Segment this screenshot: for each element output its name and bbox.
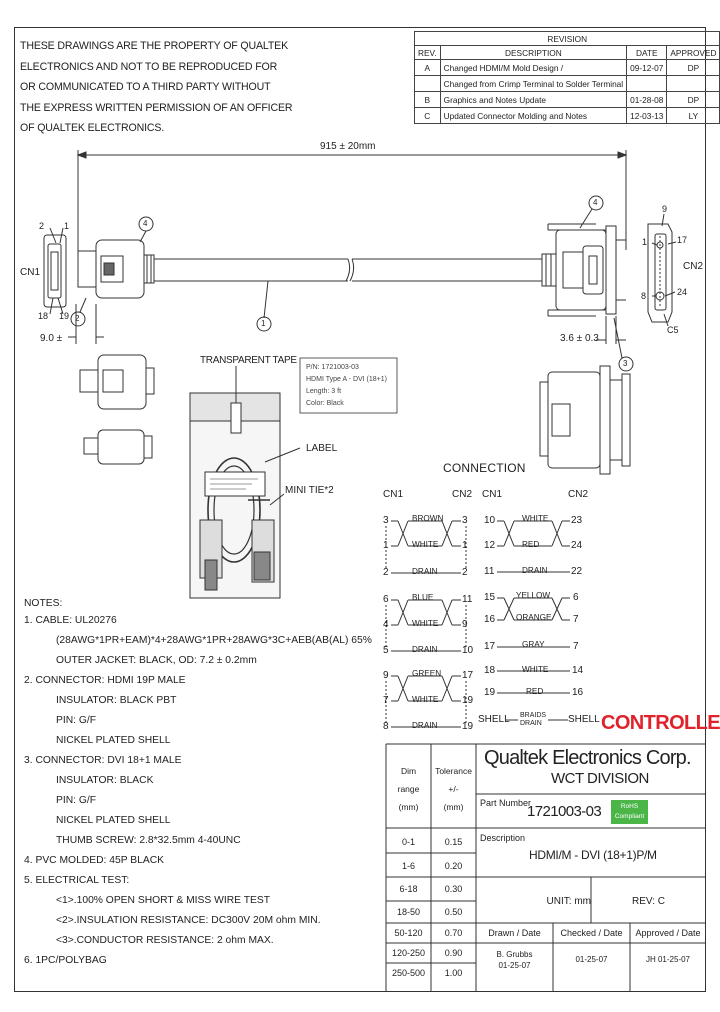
pin-label: 24 [677, 287, 688, 297]
revision-row: C Updated Connector Molding and Notes 12… [414, 107, 720, 124]
notice-line: OF QUALTEK ELECTRONICS. [20, 122, 165, 135]
checked-date: 01-25-07 [575, 955, 608, 964]
connection-header: CN2 [452, 489, 473, 500]
revision-row: B Graphics and Notes Update 01-28-08 DP [414, 91, 720, 108]
date-header: DATE [626, 45, 668, 60]
notes-title: NOTES: [24, 598, 63, 609]
note-line: OUTER JACKET: BLACK, OD: 7.2 ± 0.2mm [56, 655, 257, 666]
pin-label: 2 [39, 221, 45, 231]
pin-label: 1 [64, 221, 70, 231]
unit-label: UNIT: mm [546, 896, 591, 907]
note-line: <3>.CONDUCTOR RESISTANCE: 2 ohm MAX. [56, 935, 274, 946]
revision-title: REVISION [413, 31, 720, 46]
sample-label-text: P/N: 1721003-03 HDMI Type A - DVI (18+1)… [306, 364, 387, 407]
approved-label: Approved / Date [635, 928, 701, 938]
pin-label: 18 [38, 311, 49, 321]
description: HDMI/M - DVI (18+1)P/M [529, 848, 657, 862]
transparent-tape-callout: TRANSPARENT TAPE [200, 355, 297, 366]
note-line: PIN: G/F [56, 795, 97, 806]
company-name: Qualtek Electronics Corp. [484, 747, 692, 769]
note-line: INSULATOR: BLACK PBT [56, 695, 177, 706]
note-line: <1>.100% OPEN SHORT & MISS WIRE TEST [56, 895, 271, 906]
description-header: DESCRIPTION [439, 45, 628, 60]
description-label: Description [480, 833, 526, 843]
part-number: 1721003-03 [527, 803, 602, 820]
note-line: 3. CONNECTOR: DVI 18+1 MALE [24, 755, 182, 766]
balloon-number: 4 [143, 219, 148, 228]
rev-header: REV. [414, 45, 441, 60]
notice-line: THESE DRAWINGS ARE THE PROPERTY OF QUALT… [20, 40, 289, 52]
dim-range-header: Dim range (mm) [397, 766, 420, 812]
notice-line: THE EXPRESS WRITTEN PERMISSION OF AN OFF… [20, 101, 293, 114]
proprietary-notice: THESE DRAWINGS ARE THE PROPERTY OF QUALT… [20, 36, 293, 139]
note-line: THUMB SCREW: 2.8*32.5mm 4-40UNC [56, 835, 241, 846]
pin-label: 8 [641, 291, 647, 301]
label-callout: LABEL [306, 443, 338, 454]
balloon-number: 2 [75, 314, 80, 323]
note-line: 6. 1PC/POLYBAG [24, 955, 107, 966]
connection-title: CONNECTION [443, 461, 526, 475]
note-line: (28AWG*1PR+EAM)*4+28AWG*1PR+28AWG*3C+AEB… [56, 635, 372, 646]
connection-header: CN1 [383, 489, 404, 500]
note-line: 5. ELECTRICAL TEST: [24, 875, 130, 886]
drawn-label: Drawn / Date [488, 928, 541, 938]
controlled-stamp: CONTROLLED [601, 712, 720, 734]
balloon-number: 1 [261, 319, 266, 328]
connection-header: CN1 [482, 489, 503, 500]
pin-label: C5 [667, 325, 679, 335]
rohs-compliant-badge: RoHS Compliant [611, 800, 648, 824]
pin-label: 1 [642, 237, 648, 247]
approved-by: JH 01-25-07 [645, 955, 691, 964]
revision-row: A Changed HDMI/M Mold Design / 09-12-07 … [414, 59, 720, 76]
balloon-number: 3 [623, 359, 628, 368]
note-line: 2. CONNECTOR: HDMI 19P MALE [24, 675, 186, 686]
drawn-by: B. Grubbs [496, 950, 533, 959]
division-name: WCT DIVISION [551, 770, 649, 787]
revision-table: REVISION REV. DESCRIPTION DATE APPROVED … [413, 31, 720, 124]
pin-label: 19 [59, 311, 70, 321]
rev-label: REV: C [632, 896, 665, 907]
note-line: 1. CABLE: UL20276 [24, 615, 117, 626]
drawn-date: 01-25-07 [498, 961, 531, 970]
drawing-sheet-border [14, 27, 706, 992]
note-line: PIN: G/F [56, 715, 97, 726]
note-line: NICKEL PLATED SHELL [56, 735, 171, 746]
note-line: INSULATOR: BLACK [56, 775, 154, 786]
length-dimension: 915 ± 20mm [320, 141, 376, 152]
dim-hdmi-length: 9.0 ± [40, 333, 63, 344]
tolerance-header: Tolerance +/- (mm) [435, 766, 472, 812]
part-number-label: Part Number [480, 798, 532, 808]
revision-row: Changed from Crimp Terminal to Solder Te… [414, 75, 720, 92]
notice-line: ELECTRONICS AND NOT TO BE REPRODUCED FOR [20, 60, 278, 73]
cn2-label: CN2 [683, 261, 704, 272]
approved-header: APPROVED [666, 45, 720, 60]
note-line: <2>.INSULATION RESISTANCE: DC300V 20M oh… [56, 915, 321, 926]
connection-header: CN2 [568, 489, 589, 500]
pin-label: 17 [677, 235, 688, 245]
cn1-label: CN1 [20, 267, 41, 278]
notice-line: OR COMMUNICATED TO A THIRD PARTY WITHOUT [20, 81, 271, 94]
mini-tie-callout: MINI TIE*2 [285, 485, 334, 496]
pin-label: 9 [662, 204, 668, 214]
checked-label: Checked / Date [560, 928, 623, 938]
note-line: NICKEL PLATED SHELL [56, 815, 171, 826]
note-line: 4. PVC MOLDED: 45P BLACK [24, 855, 165, 866]
dim-dvi-length: 3.6 ± 0.3 [560, 333, 599, 344]
balloon-number: 4 [593, 198, 598, 207]
